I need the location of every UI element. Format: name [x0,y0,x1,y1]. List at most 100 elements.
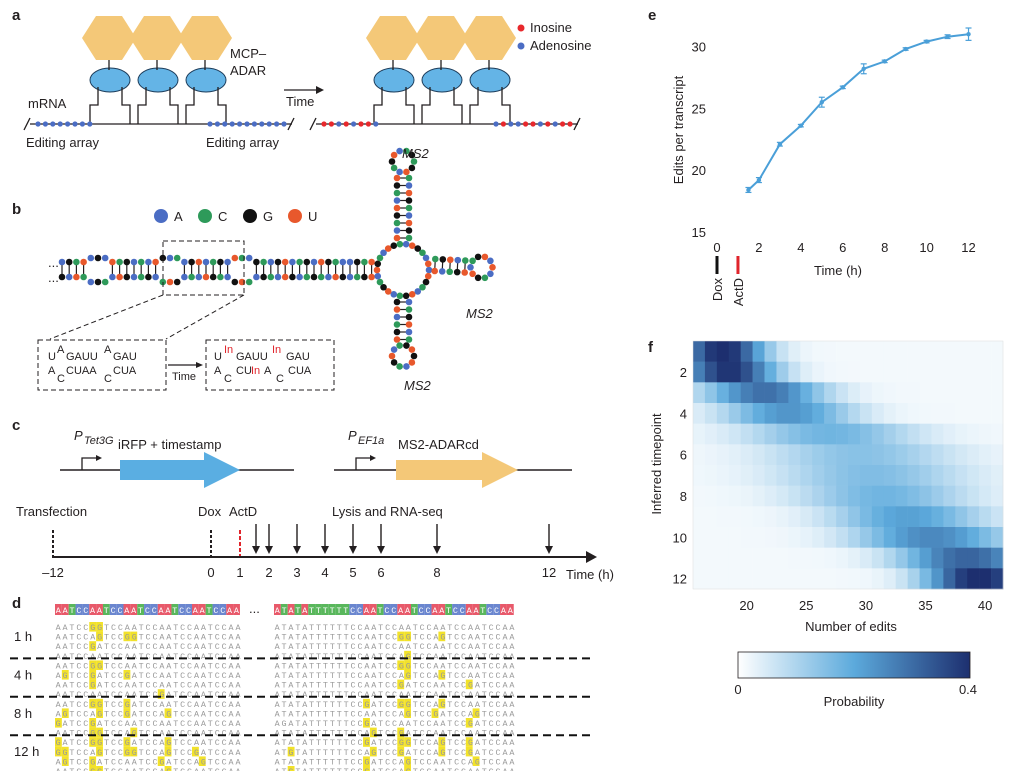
nucleotide-dot [224,273,231,281]
heatmap-cell [991,341,1004,362]
reference-base: A [364,606,370,616]
nucleotide-dot [253,273,260,281]
edit-highlight [89,622,97,632]
heatmap-cell [752,403,765,424]
nucleotide-dot [94,254,102,262]
reference-base: A [275,606,281,616]
heatmap-cell [693,444,706,466]
svg-text:GAUU: GAUU [236,351,268,363]
heatmap-cell [859,506,873,528]
heatmap-cell [752,423,765,445]
edit-highlight [89,641,97,651]
heatmap-cell [895,527,908,548]
heatmap-cell [776,506,789,528]
nucleotide-dot [317,258,325,266]
nucleotide-dot [408,291,416,298]
heatmap-cell [967,506,980,528]
heatmap-cell [943,465,956,486]
heatmap-cell [824,506,837,528]
nucleotide-dot [414,288,422,295]
read-sequence: ATATATTTTTTCCAATCCAGTCCGATCCAGTCCAA [275,709,516,719]
heatmap-cell [943,403,956,424]
heatmap-cell [871,423,885,445]
reference-base: T [378,606,383,616]
heatmap-cell [848,485,861,507]
timeline-tick-label: 4 [321,565,328,580]
heatmap-cell [931,568,944,590]
base-a-dot-icon [154,209,168,223]
heatmap-cell [871,527,885,548]
nucleotide-dot [390,346,398,353]
nucleotide-dot [405,227,413,234]
y-tick-label: 2 [680,365,687,380]
heatmap-cell [704,361,718,383]
adenosine-dot [237,121,243,127]
inosine-dot [560,121,566,127]
heatmap-cell [716,485,730,507]
heatmap-cell [776,568,789,590]
x-axis-title: Number of edits [805,619,897,634]
adenosine-dot [72,121,78,127]
edit-highlight [89,727,97,738]
heatmap-cell [764,568,777,590]
edit-highlight [123,746,131,757]
nucleotide-dot [332,273,339,281]
reference-base: A [405,606,411,616]
heatmap-cell [883,444,896,466]
nucleotide-dot [267,258,275,266]
heatmap-cell [740,444,753,466]
svg-text:CU: CU [236,365,252,377]
edit-highlight [369,727,377,738]
reference-base: T [316,606,321,616]
heatmap-cell [883,485,896,507]
heatmap-cell [883,547,896,569]
series-line [747,33,969,191]
edited-dots [321,121,573,127]
heatmap-cell [979,361,992,383]
heatmap-cell [919,568,932,590]
zoom-box [162,240,245,296]
reference-base: T [70,606,75,616]
nucleotide-dot [380,283,387,291]
heatmap-cell [788,547,801,569]
heatmap-cell [883,568,896,590]
arrow-down-icon [433,546,441,554]
heatmap-cell [859,382,873,404]
heatmap-cell [848,568,861,590]
nucleotide-dot [408,151,416,159]
heatmap-cell [943,547,956,569]
heatmap-cell [883,361,896,383]
zoom-time-arrow: Time [168,362,203,383]
nucleotide-dot [188,258,195,266]
heatmap-cell [955,547,968,569]
heatmap-cell [967,485,980,507]
read-sequence: AGTCCAGTCCGATCCAGTCCAATCCAA [56,709,242,719]
heatmap-cell [704,403,718,424]
heatmap-cell [919,506,932,528]
heatmap-cell [693,527,706,548]
heatmap-cell [693,506,706,528]
heatmap-cell [693,382,706,404]
nucleotide-dot [245,278,253,286]
lysis-arrows [252,524,553,554]
nucleotide-dot [116,258,123,266]
heatmap-cell [859,361,873,383]
heatmap-cell [693,423,706,445]
heatmap-cell [859,485,873,507]
heatmap-cell [919,444,932,466]
heatmap-cell [955,527,968,548]
arrow-right-icon [196,362,203,368]
adenosine-dot [259,121,265,127]
heatmap-cell [752,361,765,383]
alignment-ellipsis: ... [249,601,260,616]
heatmap-cell [907,361,920,383]
nucleotide-dot [181,258,188,266]
edit-highlight [55,737,62,747]
heatmap-cell [788,568,801,590]
heatmap-cell [955,444,968,466]
time-group-label: 8 h [14,706,32,721]
mcp-dimer [185,67,227,93]
nucleotide-dot [130,258,138,266]
nucleotide-dot [296,273,303,281]
inosine-dot [545,121,551,127]
